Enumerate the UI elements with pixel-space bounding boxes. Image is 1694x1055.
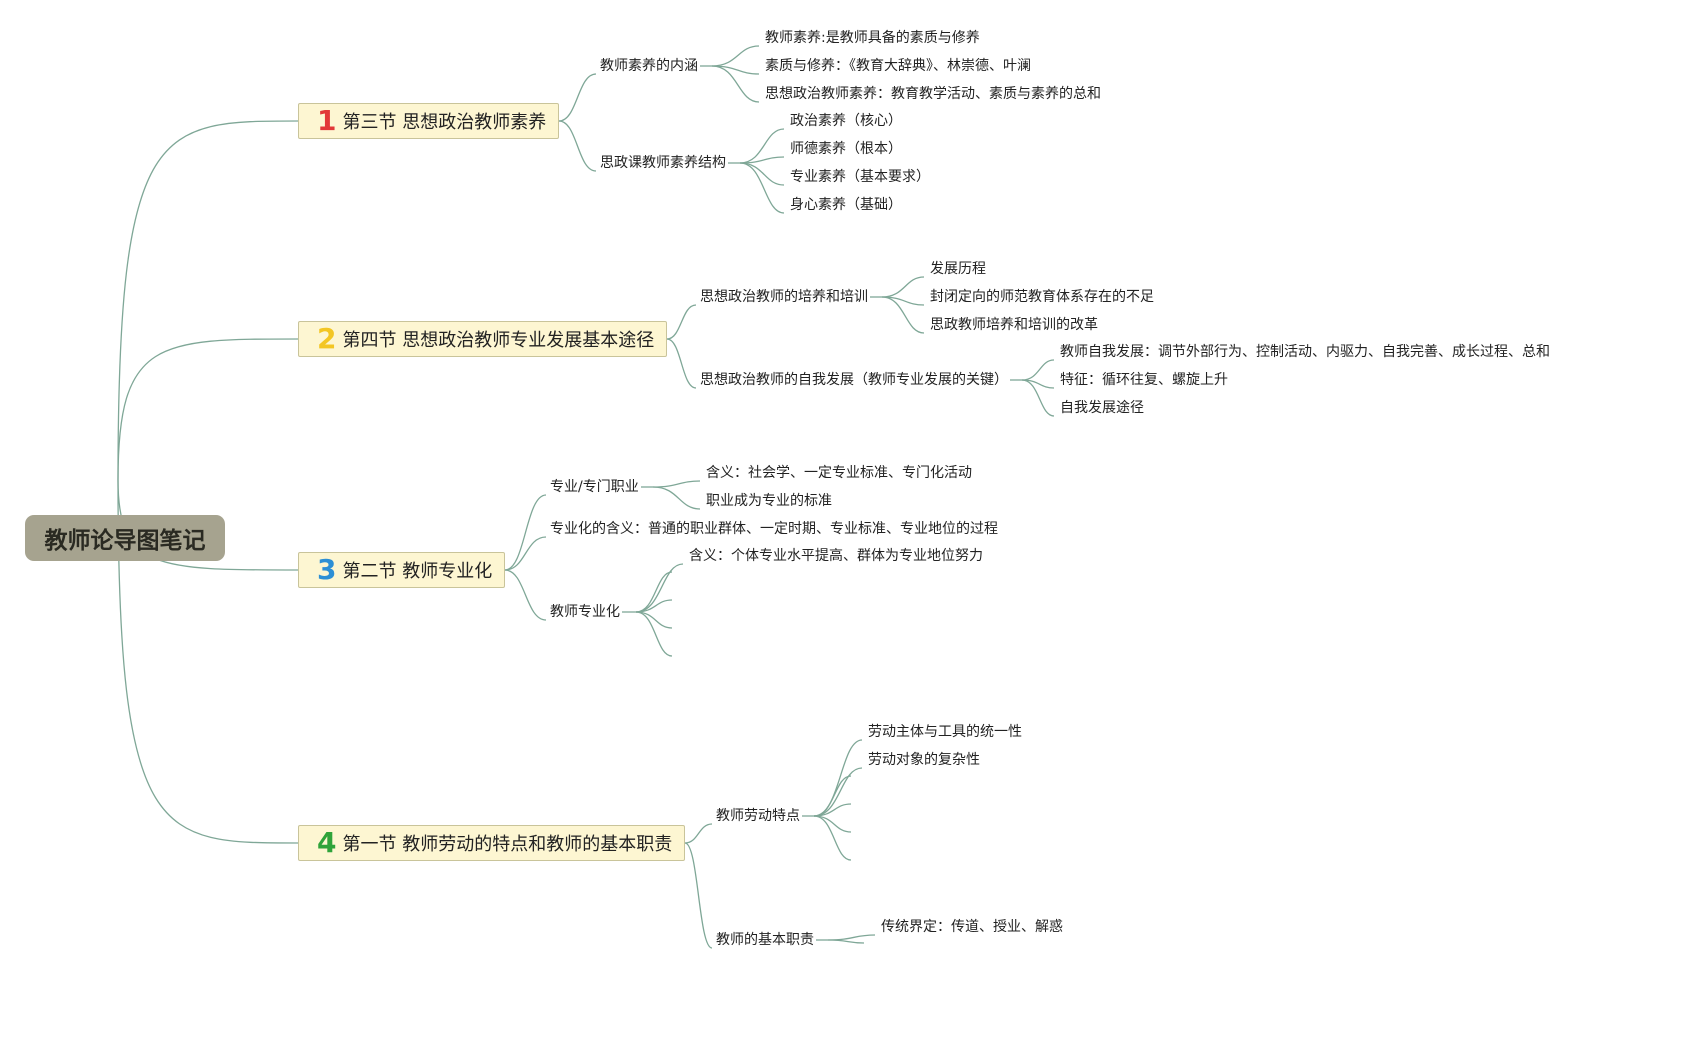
section-label-3: 第二节 教师专业化 [342,561,493,582]
connector-line [117,120,299,481]
connector-line [739,128,785,164]
connector-line [635,599,673,613]
leaf-node[interactable]: 含义：个体专业水平提高、群体为专业地位努力 [689,548,983,564]
topic-node[interactable]: 教师的基本职责 [716,932,814,948]
connector-line [117,338,299,481]
connector-line [711,65,760,103]
leaf-node[interactable]: 劳动对象的复杂性 [868,752,980,768]
leaf-node[interactable]: 封闭定向的师范教育体系存在的不足 [930,289,1154,305]
leaf-node[interactable]: 劳动主体与工具的统一性 [868,724,1022,740]
leaf-node[interactable]: 教师自我发展：调节外部行为、控制活动、内驱力、自我完善、成长过程、总和 [1060,344,1550,360]
section-node-2[interactable]: 2 第四节 思想政治教师专业发展基本途径 [298,321,668,357]
connector-line [813,803,852,817]
connector-line [1021,379,1055,389]
topic-node[interactable]: 思想政治教师的培养和培训 [700,289,868,305]
leaf-node[interactable]: 思想政治教师素养：教育教学活动、素质与素养的总和 [765,86,1101,102]
topic-node[interactable]: 思政课教师素养结构 [600,155,726,171]
connector-line [504,569,547,621]
connector-line [684,823,713,844]
connector-line [827,934,876,941]
connector-line [635,563,684,613]
topic-node[interactable]: 专业/专门职业 [550,479,639,495]
root-node[interactable]: 教师论导图笔记 [25,515,225,561]
leaf-node[interactable]: 身心素养（基础） [790,197,902,213]
connector-line [813,815,852,833]
connector-line [739,162,785,214]
leaf-node[interactable]: 传统界定：传道、授业、解惑 [881,919,1063,935]
connector-line [558,120,597,172]
connector-line [666,304,697,340]
connector-line [1021,379,1055,417]
connector-line [739,156,785,164]
section-number-4: 4 [317,826,337,859]
connector-line [635,611,673,657]
connector-line [711,65,760,75]
connector-line [827,939,865,944]
connector-line [813,767,863,817]
section-label-4: 第一节 教师劳动的特点和教师的基本职责 [342,834,673,855]
section-label-2: 第四节 思想政治教师专业发展基本途径 [342,330,655,351]
connector-line [635,611,673,629]
leaf-node[interactable]: 自我发展途径 [1060,400,1144,416]
connector-line [881,276,925,298]
connector-line [635,571,673,613]
connector-line [1021,359,1055,381]
topic-node[interactable]: 教师专业化 [550,604,620,620]
topic-node[interactable]: 教师素养的内涵 [600,58,698,74]
section-label-1: 第三节 思想政治教师素养 [342,112,547,133]
connector-line [881,296,925,306]
root-label: 教师论导图笔记 [44,528,206,554]
section-number-1: 1 [317,104,337,137]
connector-line [813,775,852,817]
connector-line [813,739,863,817]
connector-line [684,842,713,949]
connector-line [504,536,547,571]
connector-line [739,162,785,186]
leaf-node[interactable]: 职业成为专业的标准 [706,493,832,509]
connector-line [813,815,852,861]
section-node-3[interactable]: 3 第二节 教师专业化 [298,552,506,588]
connector-line [652,480,701,488]
leaf-node[interactable]: 思政教师培养和培训的改革 [930,317,1098,333]
topic-node[interactable]: 专业化的含义：普通的职业群体、一定时期、专业标准、专业地位的过程 [550,521,998,537]
section-node-1[interactable]: 1 第三节 思想政治教师素养 [298,103,560,139]
connector-line [881,296,925,334]
leaf-node[interactable]: 素质与修养：《教育大辞典》、林崇德、叶澜 [765,58,1031,74]
leaf-node[interactable]: 师德素养（根本） [790,141,902,157]
section-node-4[interactable]: 4 第一节 教师劳动的特点和教师的基本职责 [298,825,686,861]
connector-line [558,73,597,122]
leaf-node[interactable]: 政治素养（核心） [790,113,902,129]
leaf-node[interactable]: 特征：循环往复、螺旋上升 [1060,372,1228,388]
connector-line [504,494,547,571]
topic-node[interactable]: 教师劳动特点 [716,808,800,824]
topic-node[interactable]: 思想政治教师的自我发展（教师专业发展的关键） [700,372,1008,388]
connector-line [711,45,760,67]
section-number-3: 3 [317,553,337,586]
section-number-2: 2 [317,322,337,355]
leaf-node[interactable]: 教师素养:是教师具备的素质与修养 [765,30,980,46]
leaf-node[interactable]: 专业素养（基本要求） [790,169,930,185]
leaf-node[interactable]: 含义：社会学、一定专业标准、专门化活动 [706,465,972,481]
leaf-node[interactable]: 发展历程 [930,261,986,277]
connector-line [652,486,701,510]
connector-line [666,338,697,389]
